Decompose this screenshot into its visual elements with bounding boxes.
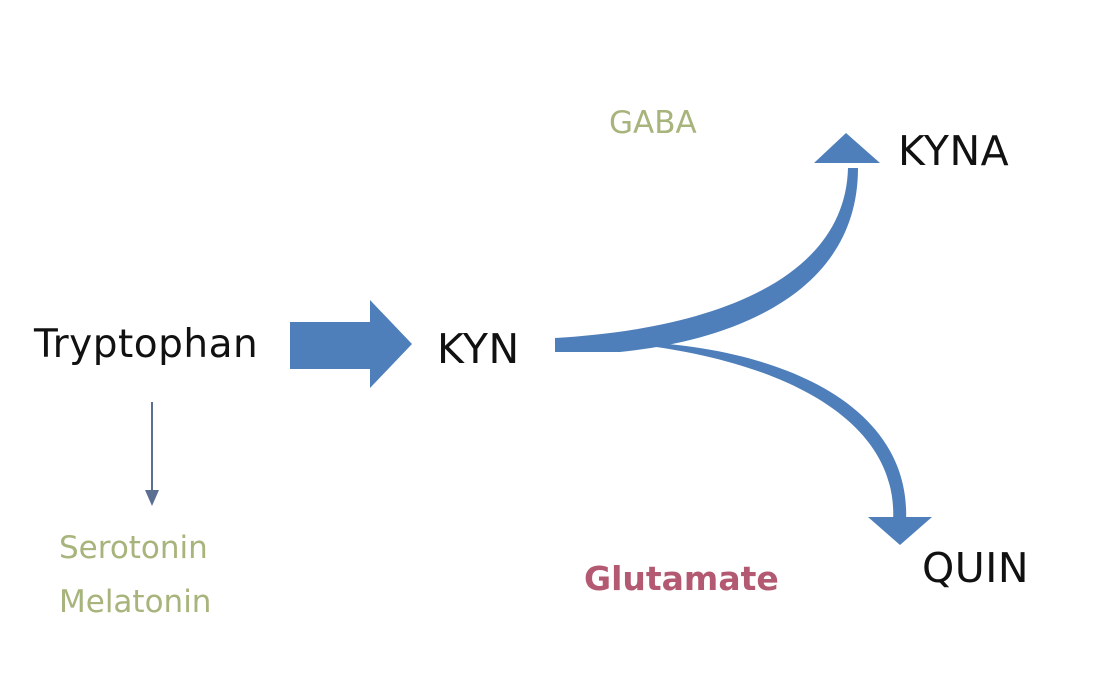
kyn-to-quin-arrow-shaft — [600, 340, 907, 522]
label-serotonin: Serotonin — [59, 530, 208, 566]
node-quin: QUIN — [922, 544, 1030, 592]
node-tryptophan: Tryptophan — [34, 322, 259, 367]
tryptophan-to-serotonin-arrowhead — [145, 490, 159, 506]
kyn-to-kyna-arrowhead — [814, 133, 880, 163]
label-glutamate: Glutamate — [584, 559, 779, 598]
kyn-to-kyna-arrow-shaft — [555, 168, 858, 352]
label-gaba: GABA — [609, 105, 697, 141]
kyn-to-quin-arrowhead — [868, 517, 932, 545]
label-melatonin: Melatonin — [59, 584, 212, 620]
node-kyna: KYNA — [898, 127, 1010, 175]
node-kyn: KYN — [437, 325, 520, 373]
tryptophan-to-kyn-arrow — [290, 300, 412, 388]
